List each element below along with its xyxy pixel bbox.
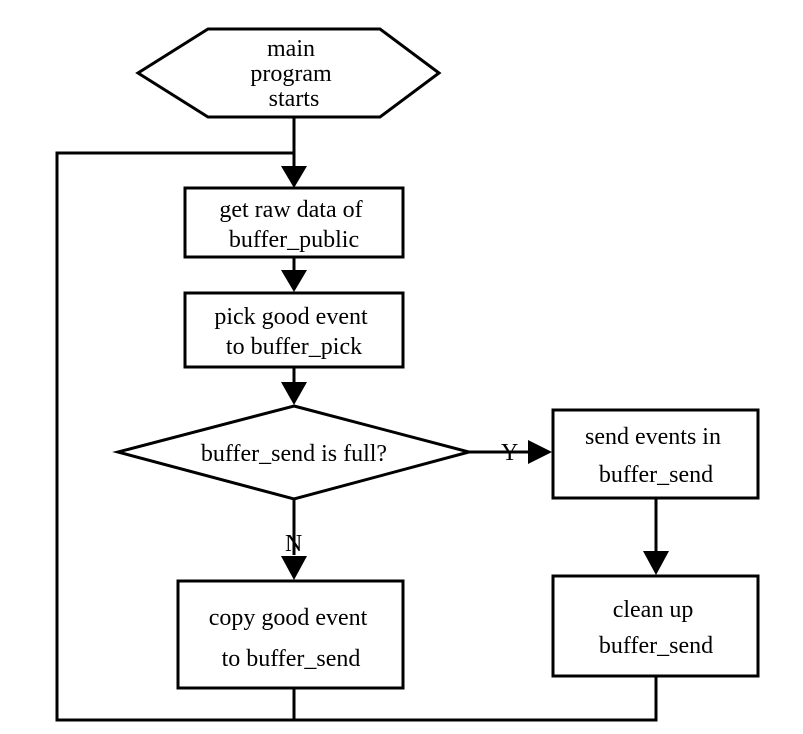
get-raw-data-label: get raw data of buffer_public xyxy=(219,197,368,253)
clean-up-node xyxy=(551,574,760,678)
clean-up-label: clean up buffer_send xyxy=(599,597,713,659)
arrowhead-decision xyxy=(281,382,307,405)
pick-good-event-node xyxy=(183,291,405,369)
edge-labels: Y N xyxy=(285,440,518,557)
nodes xyxy=(112,27,760,690)
copy-good-event-node xyxy=(176,579,405,690)
yes-label: Y xyxy=(501,440,518,466)
arrowhead-send xyxy=(528,440,552,464)
buffer-full-label: buffer_send is full? xyxy=(201,441,387,467)
arrowheads xyxy=(281,166,669,580)
node-labels: main program starts get raw data of buff… xyxy=(201,36,727,672)
no-label: N xyxy=(285,531,302,557)
arrowhead-pick xyxy=(281,270,307,292)
send-events-label: send events in buffer_send xyxy=(585,424,727,488)
arrowhead-get-raw xyxy=(281,166,307,188)
copy-good-event-label: copy good event to buffer_send xyxy=(209,605,374,672)
send-events-node xyxy=(551,408,760,500)
pick-good-event-label: pick good event to buffer_pick xyxy=(214,304,373,360)
arrowhead-copy xyxy=(281,556,307,580)
start-label: main program starts xyxy=(250,36,337,112)
start-node xyxy=(135,27,442,119)
get-raw-data-node xyxy=(183,186,405,259)
edges xyxy=(55,117,658,722)
edge-clean-to-loop xyxy=(294,676,658,722)
buffer-full-decision-node xyxy=(112,404,475,501)
arrowhead-clean xyxy=(643,551,669,575)
edge-loop-back xyxy=(55,151,294,722)
